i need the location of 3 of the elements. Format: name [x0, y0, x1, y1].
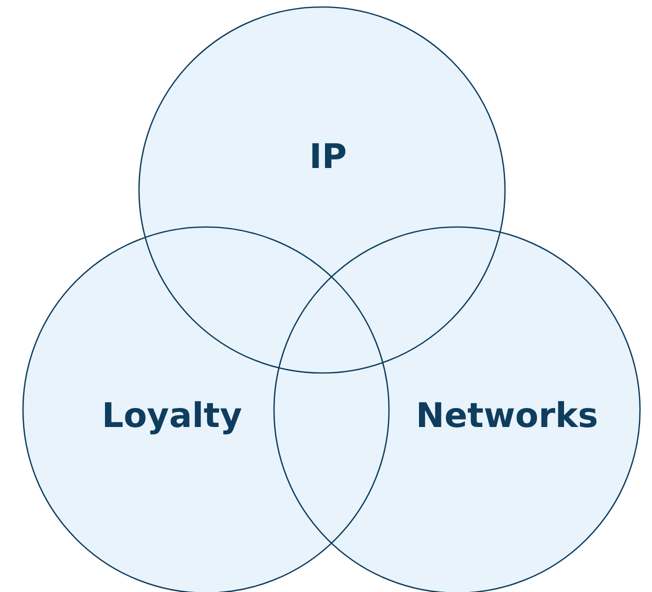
circle-label: IP	[309, 137, 347, 177]
circle-label: Networks	[416, 396, 598, 436]
circle-label: Loyalty	[102, 396, 242, 436]
